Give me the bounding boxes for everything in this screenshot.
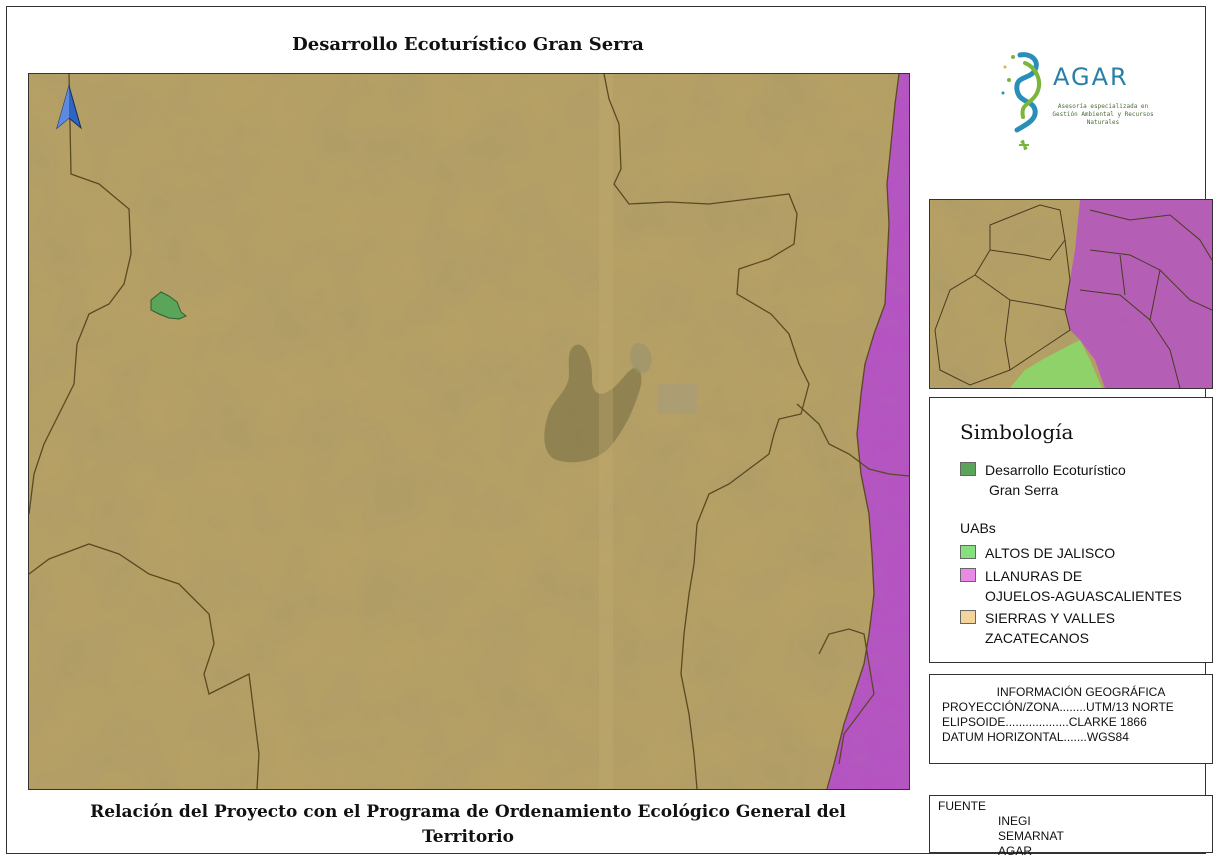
legend-label-altos: ALTOS DE JALISCO xyxy=(985,545,1116,561)
geo-info-projection: PROYECCIÓN/ZONA........UTM/13 NORTE xyxy=(942,700,1174,714)
legend-title: Simbología xyxy=(960,420,1074,444)
main-map[interactable] xyxy=(28,73,910,790)
legend-label-project-line2: Gran Serra xyxy=(989,482,1059,498)
legend-swatch-llanuras xyxy=(960,568,976,582)
uab-llanuras-ojuelos xyxy=(827,74,909,789)
legend-label-sierras-line2: ZACATECANOS xyxy=(985,630,1089,646)
reservoir xyxy=(544,344,642,463)
legend-label-project-line1: Desarrollo Ecoturístico xyxy=(985,462,1126,478)
source-item: INEGI xyxy=(998,814,1031,828)
inset-map-canvas xyxy=(930,200,1212,388)
inset-boundaries xyxy=(934,204,1212,388)
geographic-info-box: INFORMACIÓN GEOGRÁFICA PROYECCIÓN/ZONA..… xyxy=(929,674,1213,764)
map-legend: Simbología Desarrollo Ecoturístico Gran … xyxy=(929,397,1213,663)
map-subtitle-line2: Territorio xyxy=(422,827,514,847)
inset-uab-llanuras xyxy=(1065,200,1212,388)
map-subtitle-line1: Relación del Proyecto con el Programa de… xyxy=(90,802,846,822)
legend-swatch-altos xyxy=(960,545,976,559)
agar-logo: AGAR Asesoría especializada en Gestión A… xyxy=(995,45,1165,160)
logo-wordmark: AGAR xyxy=(1053,63,1129,91)
inset-map[interactable] xyxy=(929,199,1213,389)
project-area-polygon[interactable] xyxy=(150,291,187,320)
uab-boundaries xyxy=(29,74,909,789)
legend-swatch-sierras xyxy=(960,610,976,624)
urban-area xyxy=(657,384,697,414)
legend-label-llanuras: LLANURAS DE OJUELOS-AGUASCALIENTES xyxy=(985,566,1215,606)
map-subtitle: Relación del Proyecto con el Programa de… xyxy=(28,800,908,850)
north-arrow-icon xyxy=(56,84,82,130)
legend-label-project: Desarrollo Ecoturístico Gran Serra xyxy=(985,460,1215,500)
reservoir-arm xyxy=(630,343,652,374)
agar-logo-mark-icon xyxy=(1001,52,1042,151)
logo-tagline: Asesoría especializada en Gestión Ambien… xyxy=(1043,103,1163,127)
geo-info-heading: INFORMACIÓN GEOGRÁFICA xyxy=(996,685,1166,699)
inset-uab-altos xyxy=(1010,340,1102,388)
geo-info-datum: DATUM HORIZONTAL.......WGS84 xyxy=(942,730,1129,744)
source-item: AGAR xyxy=(998,844,1033,858)
sources-box: FUENTE INEGI SEMARNAT AGAR xyxy=(929,795,1213,858)
uab-sierras-zacatecanos xyxy=(29,74,909,789)
legend-swatch-project xyxy=(960,462,976,476)
map-title: Desarrollo Ecoturístico Gran Serra xyxy=(292,34,644,55)
legend-label-sierras: SIERRAS Y VALLES ZACATECANOS xyxy=(985,608,1215,648)
logo-tagline-line2: Gestión Ambiental y Recursos Naturales xyxy=(1052,111,1154,126)
geo-info-ellipsoid: ELIPSOIDE...................CLARKE 1866 xyxy=(942,715,1147,729)
sources-heading: FUENTE xyxy=(938,799,986,813)
main-map-canvas xyxy=(29,74,909,789)
logo-tagline-line1: Asesoría especializada en xyxy=(1057,103,1149,110)
legend-section-uabs: UABs xyxy=(960,520,996,536)
source-item: SEMARNAT xyxy=(998,829,1064,843)
road-corridor xyxy=(599,74,613,789)
legend-label-sierras-line1: SIERRAS Y VALLES xyxy=(985,610,1115,626)
legend-label-llanuras-line2: OJUELOS-AGUASCALIENTES xyxy=(985,588,1182,604)
legend-label-llanuras-line1: LLANURAS DE xyxy=(985,568,1083,584)
